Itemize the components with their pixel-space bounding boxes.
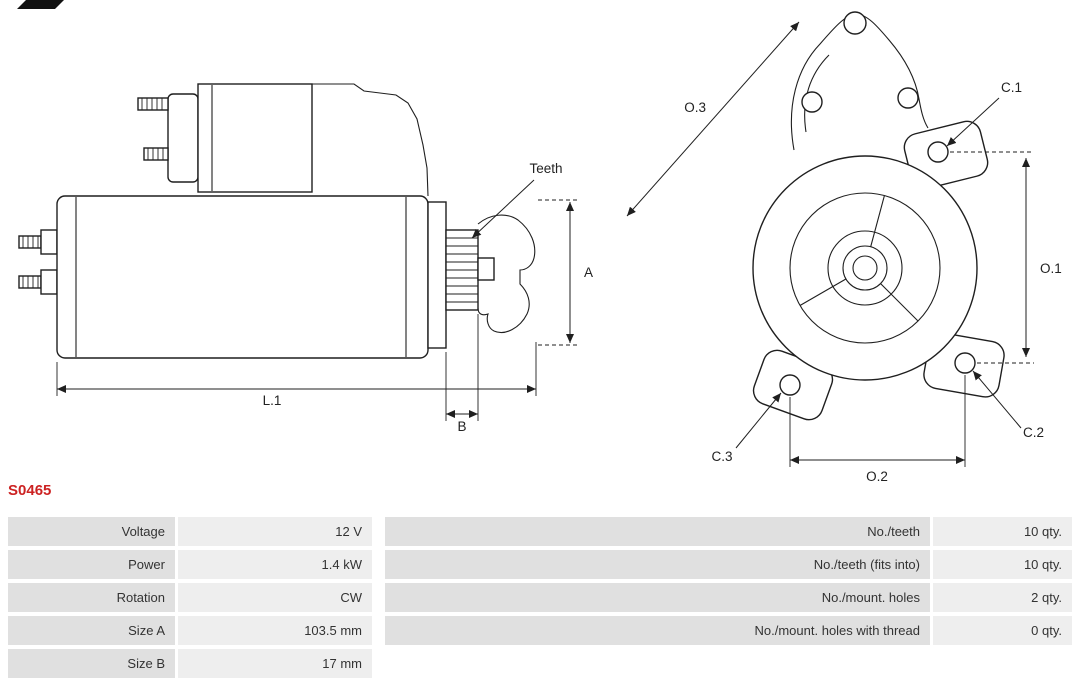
top-bracket: [790, 11, 929, 151]
dimension-o2: O.2: [789, 375, 966, 484]
drive-end: [427, 201, 536, 349]
dimension-o3: O.3: [626, 21, 800, 217]
spec-value-size-a: 103.5 mm: [178, 616, 372, 645]
spec-label-rotation: Rotation: [8, 583, 175, 612]
dimension-b-label: B: [457, 419, 466, 434]
callout-c2: C.2: [972, 370, 1044, 440]
dimension-o1-label: O.1: [1040, 261, 1062, 276]
shaft-center: [852, 255, 878, 281]
spec-label-power: Power: [8, 550, 175, 579]
dimension-l1: L.1: [56, 342, 537, 408]
spec-value-size-b: 17 mm: [178, 649, 372, 678]
spec-label-size-a: Size A: [8, 616, 175, 645]
dimension-a: A: [538, 199, 593, 346]
dimension-o1: O.1: [950, 151, 1062, 364]
dimension-l1-label: L.1: [263, 393, 282, 408]
drive-housing: [312, 83, 429, 197]
starter-side-view: Teeth A L.1 B: [18, 83, 593, 434]
dimension-a-label: A: [584, 265, 593, 280]
technical-drawing: Teeth A L.1 B: [17, 0, 1062, 484]
spec-row: Size A 103.5 mm No./mount. holes with th…: [0, 616, 1080, 645]
mounting-hole-c3: [779, 374, 801, 396]
starter-front-view: O.3 O.1 O.2 C.1 C.2: [626, 11, 1062, 484]
spec-row: Rotation CW No./mount. holes 2 qty.: [0, 583, 1080, 612]
spec-row: Voltage 12 V No./teeth 10 qty.: [0, 517, 1080, 546]
dimension-o3-label: O.3: [684, 100, 706, 115]
spec-label-mount-holes-thread: No./mount. holes with thread: [385, 616, 930, 645]
spec-value-mount-holes: 2 qty.: [933, 583, 1072, 612]
callout-c3-label: C.3: [711, 449, 732, 464]
spec-value-voltage: 12 V: [178, 517, 372, 546]
callout-c1-label: C.1: [1001, 80, 1022, 95]
nose-bracket: [477, 214, 536, 333]
solenoid: [137, 83, 313, 193]
motor-body: [56, 195, 429, 359]
spec-label-mount-holes: No./mount. holes: [385, 583, 930, 612]
pinion-teeth-hatch: [446, 237, 478, 303]
flange-face: [752, 155, 978, 381]
spec-value-power: 1.4 kW: [178, 550, 372, 579]
teeth-callout: Teeth: [471, 161, 563, 239]
terminal-studs: [18, 229, 58, 295]
spec-row: Power 1.4 kW No./teeth (fits into) 10 qt…: [0, 550, 1080, 579]
face-spokes: [799, 195, 919, 322]
spec-value-no-teeth: 10 qty.: [933, 517, 1072, 546]
callout-c3: C.3: [711, 392, 782, 464]
top-bracket-hole: [843, 11, 867, 35]
spec-table: Voltage 12 V No./teeth 10 qty. Power 1.4…: [0, 517, 1080, 682]
spec-row: Size B 17 mm: [0, 649, 1080, 678]
mounting-hole-c2: [954, 352, 976, 374]
spec-value-teeth-fits-into: 10 qty.: [933, 550, 1072, 579]
dimension-b: B: [445, 314, 479, 434]
spec-label-voltage: Voltage: [8, 517, 175, 546]
callout-c1: C.1: [946, 80, 1022, 147]
bracket-bolt-left: [801, 91, 823, 113]
spec-value-mount-holes-thread: 0 qty.: [933, 616, 1072, 645]
dimension-o2-label: O.2: [866, 469, 888, 484]
spec-label-size-b: Size B: [8, 649, 175, 678]
spec-value-rotation: CW: [178, 583, 372, 612]
spec-label-no-teeth: No./teeth: [385, 517, 930, 546]
callout-c2-label: C.2: [1023, 425, 1044, 440]
mounting-hole-c1: [927, 141, 949, 163]
spec-label-teeth-fits-into: No./teeth (fits into): [385, 550, 930, 579]
bracket-bolt-right: [897, 87, 919, 109]
part-number: S0465: [8, 482, 52, 499]
logo-fragment: [17, 0, 64, 9]
teeth-label: Teeth: [529, 161, 562, 176]
